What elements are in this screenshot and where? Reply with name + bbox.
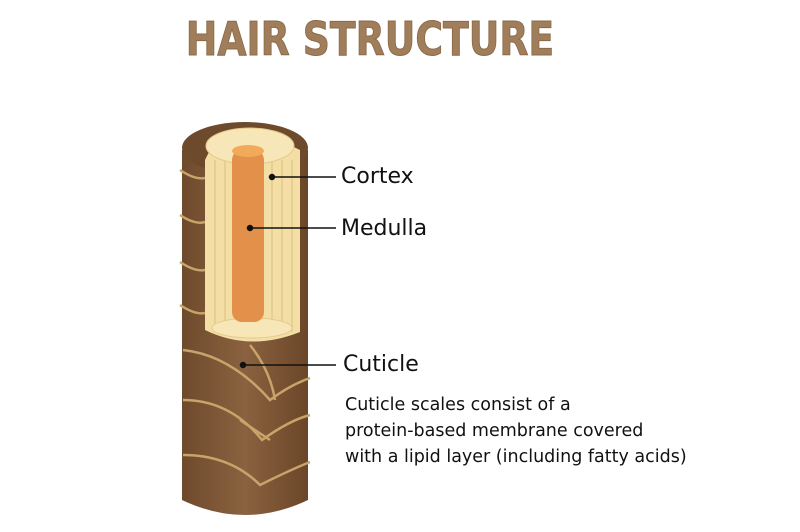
label-cuticle: Cuticle bbox=[343, 352, 419, 377]
description-line: with a lipid layer (including fatty acid… bbox=[345, 447, 687, 467]
leader-lines bbox=[239, 173, 336, 369]
cuticle-scales bbox=[179, 168, 311, 487]
label-medulla: Medulla bbox=[341, 216, 428, 241]
cuticle-description: Cuticle scales consist of a protein-base… bbox=[345, 392, 687, 470]
diagram-title: HAIR STRUCTURE bbox=[185, 12, 555, 67]
description-line: protein-based membrane covered bbox=[345, 421, 644, 441]
description-line: Cuticle scales consist of a bbox=[345, 395, 571, 415]
hair-shaft bbox=[179, 122, 311, 515]
label-cortex: Cortex bbox=[341, 164, 414, 189]
medulla bbox=[232, 150, 264, 322]
